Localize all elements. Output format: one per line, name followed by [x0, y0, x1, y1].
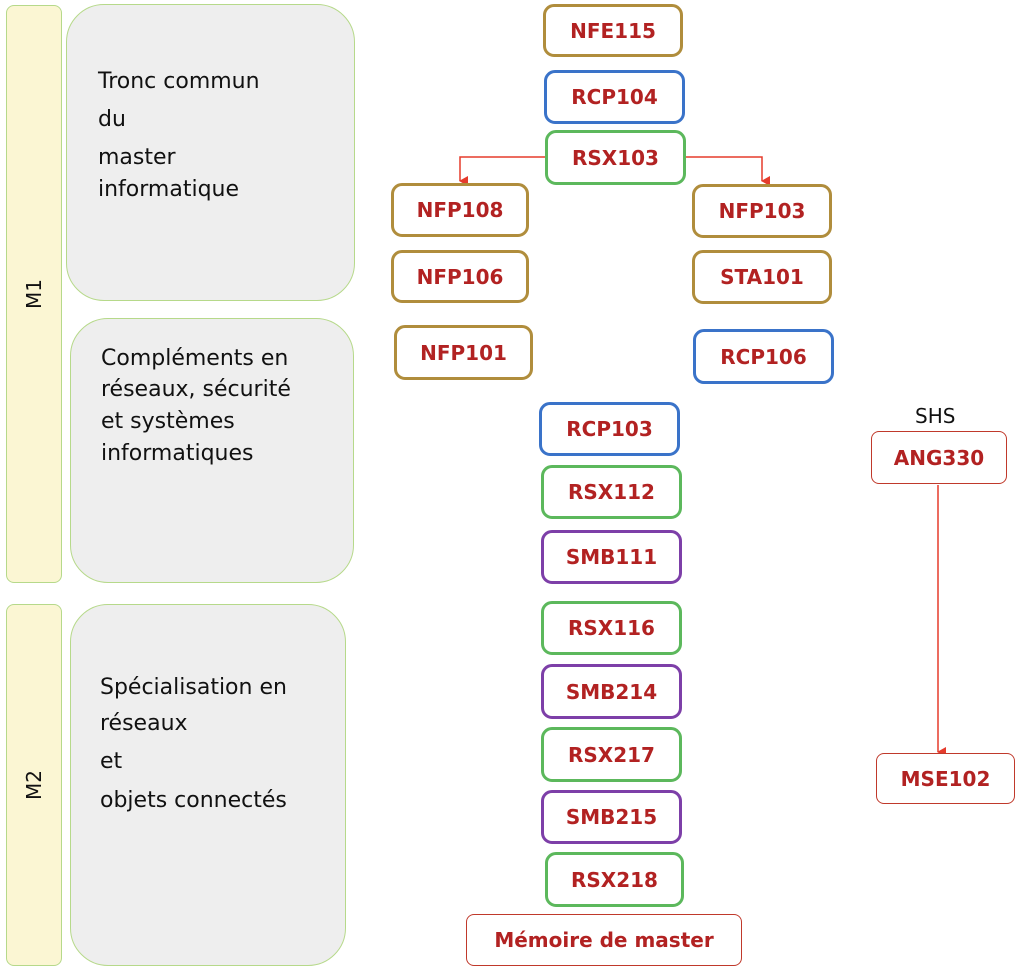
block-line: réseaux, sécurité	[101, 377, 291, 402]
block-complements: Compléments en réseaux, sécurité et syst…	[70, 318, 354, 583]
block-line: Spécialisation en	[100, 675, 287, 700]
course-memoire: Mémoire de master	[466, 914, 742, 966]
course-smb111: SMB111	[541, 530, 682, 584]
course-nfp108: NFP108	[391, 183, 529, 237]
block-line: Tronc commun	[98, 69, 260, 94]
block-line: master	[98, 145, 176, 170]
course-rsx112: RSX112	[541, 465, 682, 519]
block-line: et systèmes	[101, 409, 235, 434]
block-line: Compléments en	[101, 346, 289, 371]
course-rsx217: RSX217	[541, 727, 682, 782]
course-rcp104: RCP104	[544, 70, 685, 124]
year-bar-m1: M1	[6, 5, 62, 583]
course-rcp106: RCP106	[693, 329, 834, 384]
block-line: informatique	[98, 177, 240, 202]
block-tronc-commun: Tronc commun du master informatique	[66, 4, 355, 301]
year-bar-m2: M2	[6, 604, 62, 966]
course-nfe115: NFE115	[543, 4, 683, 57]
course-nfp101: NFP101	[394, 325, 533, 380]
course-rsx218: RSX218	[545, 852, 684, 907]
block-line: réseaux	[100, 711, 188, 736]
block-line: du	[98, 107, 126, 132]
block-line: objets connectés	[100, 788, 287, 813]
course-nfp103: NFP103	[692, 184, 832, 238]
block-specialisation: Spécialisation en réseaux et objets conn…	[70, 604, 346, 966]
course-mse102: MSE102	[876, 753, 1015, 804]
course-rsx103: RSX103	[545, 130, 686, 185]
course-sta101: STA101	[692, 250, 832, 304]
course-rsx116: RSX116	[541, 601, 682, 655]
arrow-rsx103-to-nfp103	[685, 156, 770, 186]
block-line: informatiques	[101, 441, 254, 466]
shs-label: SHS	[915, 404, 956, 428]
course-smb215: SMB215	[541, 790, 682, 844]
block-line: et	[100, 749, 123, 774]
arrow-rsx103-to-nfp108	[459, 156, 546, 186]
course-smb214: SMB214	[541, 664, 682, 719]
course-nfp106: NFP106	[391, 250, 529, 303]
course-rcp103: RCP103	[539, 402, 680, 456]
course-ang330: ANG330	[871, 431, 1007, 484]
